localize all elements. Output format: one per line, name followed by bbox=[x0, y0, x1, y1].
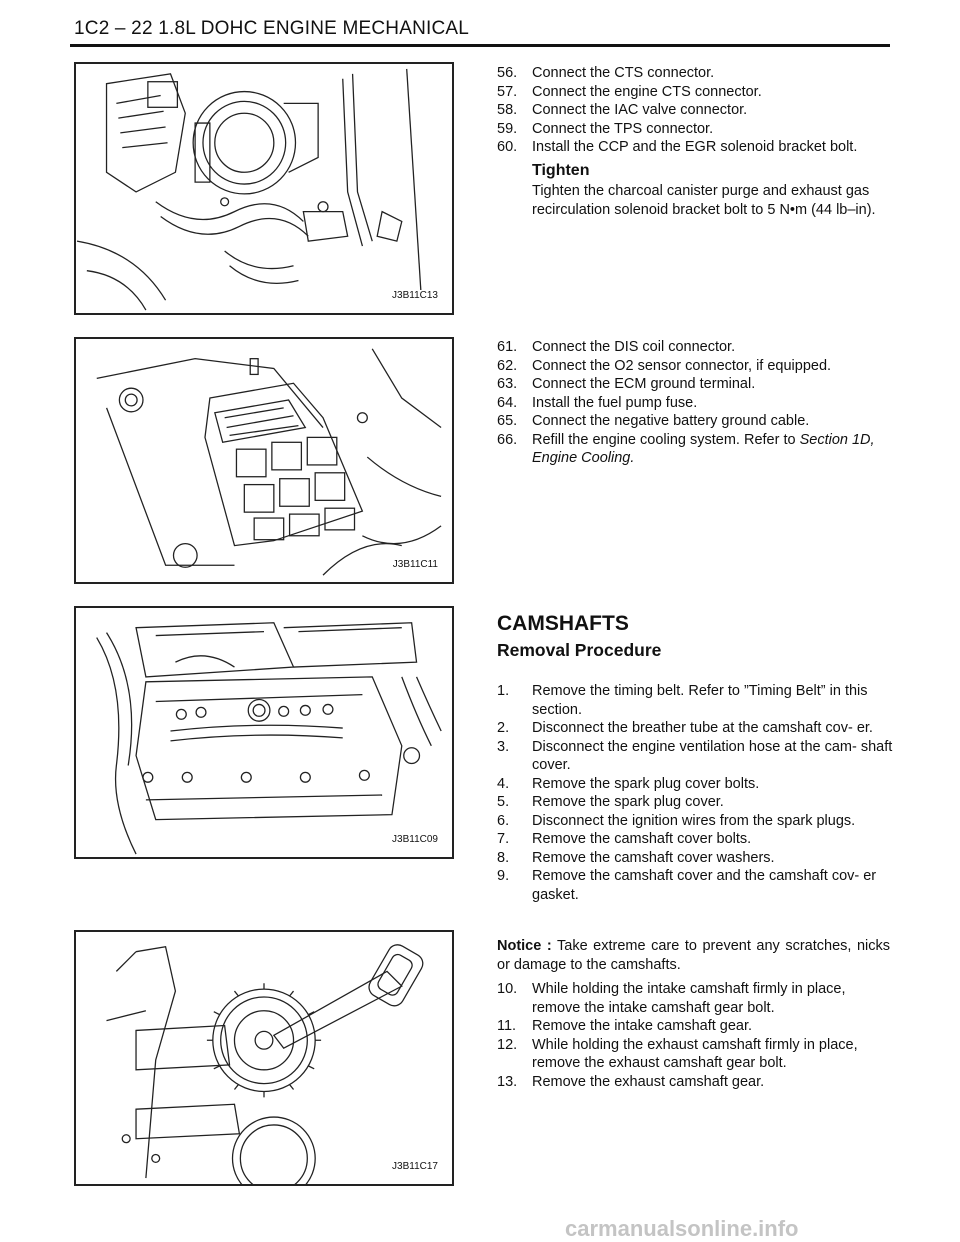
page-header: 1C2 – 22 1.8L DOHC ENGINE MECHANICAL bbox=[74, 18, 470, 39]
step-65: 65.Connect the negative battery ground c… bbox=[497, 413, 810, 429]
step-10: 10.While holding the intake camshaft fir… bbox=[497, 981, 846, 1016]
figure-fuse-box: J3B11C11 bbox=[74, 337, 454, 584]
step-7: 7.Remove the camshaft cover bolts. bbox=[497, 831, 752, 847]
step-12: 12.While holding the exhaust camshaft fi… bbox=[497, 1036, 858, 1072]
fuse-box-illustration bbox=[96, 348, 442, 576]
step-66: 66.Refill the engine cooling system. Ref… bbox=[497, 431, 875, 467]
steps-block-2: 61.Connect the DIS coil connector. 62.Co… bbox=[497, 338, 897, 468]
figure-camshaft-gear: J3B11C17 bbox=[74, 930, 454, 1186]
notice-text: Take extreme care to prevent any scratch… bbox=[497, 938, 890, 973]
step-4: 4.Remove the spark plug cover bolts. bbox=[497, 775, 760, 792]
step-57: 57.Connect the engine CTS connector. bbox=[497, 83, 762, 100]
notice: Notice : Take extreme care to prevent an… bbox=[497, 937, 890, 975]
throttle-body-illustration bbox=[76, 68, 423, 311]
step-63: 63.Connect the ECM ground terminal. bbox=[497, 376, 756, 392]
step-58: 58.Connect the IAC valve connector. bbox=[497, 102, 748, 118]
step-64: 64.Install the fuel pump fuse. bbox=[497, 394, 698, 411]
figure-label: J3B11C09 bbox=[390, 834, 440, 845]
figure-camshaft-cover: J3B11C09 bbox=[74, 606, 454, 859]
step-62: 62.Connect the O2 sensor connector, if e… bbox=[497, 357, 832, 374]
section-title: CAMSHAFTS bbox=[497, 612, 629, 635]
step-60: 60.Install the CCP and the EGR solenoid … bbox=[497, 139, 858, 155]
step-11: 11.Remove the intake camshaft gear. bbox=[497, 1018, 753, 1034]
subsection-title: Removal Procedure bbox=[497, 640, 662, 660]
tighten-heading: Tighten bbox=[532, 161, 590, 179]
tighten-text: Tighten the charcoal canister purge and … bbox=[532, 183, 876, 218]
step-2: 2.Disconnect the breather tube at the ca… bbox=[497, 720, 873, 736]
notice-label: Notice : bbox=[497, 938, 552, 954]
figure-throttle-body: J3B11C13 bbox=[74, 62, 454, 315]
figure-label: J3B11C13 bbox=[390, 290, 440, 301]
step-9: 9.Remove the camshaft cover and the cams… bbox=[497, 868, 877, 903]
section-reference: Section 1D, Engine Cooling. bbox=[532, 431, 875, 467]
camshaft-removal-steps: 1.Remove the timing belt. Refer to ”Timi… bbox=[497, 682, 897, 904]
step-1: 1.Remove the timing belt. Refer to ”Timi… bbox=[497, 683, 868, 718]
step-8: 8.Remove the camshaft cover washers. bbox=[497, 849, 775, 866]
watermark: carmanualsonline.info bbox=[565, 1216, 799, 1241]
camshaft-gear-steps: 10.While holding the intake camshaft fir… bbox=[497, 980, 897, 1091]
step-3: 3.Disconnect the engine ventilation hose… bbox=[497, 738, 893, 774]
step-13: 13.Remove the exhaust camshaft gear. bbox=[497, 1073, 765, 1090]
figure-label: J3B11C11 bbox=[390, 559, 440, 570]
header-rule bbox=[70, 44, 890, 47]
step-56: 56.Connect the CTS connector. bbox=[497, 65, 715, 81]
step-5: 5.Remove the spark plug cover. bbox=[497, 794, 724, 810]
step-6: 6.Disconnect the ignition wires from the… bbox=[497, 812, 856, 829]
steps-block-1: 56.Connect the CTS connector. 57.Connect… bbox=[497, 64, 897, 219]
camshaft-cover-illustration bbox=[96, 622, 442, 855]
step-61: 61.Connect the DIS coil connector. bbox=[497, 339, 736, 355]
step-59: 59.Connect the TPS connector. bbox=[497, 120, 714, 137]
camshaft-gear-illustration bbox=[106, 944, 424, 1184]
figure-label: J3B11C17 bbox=[390, 1161, 440, 1172]
